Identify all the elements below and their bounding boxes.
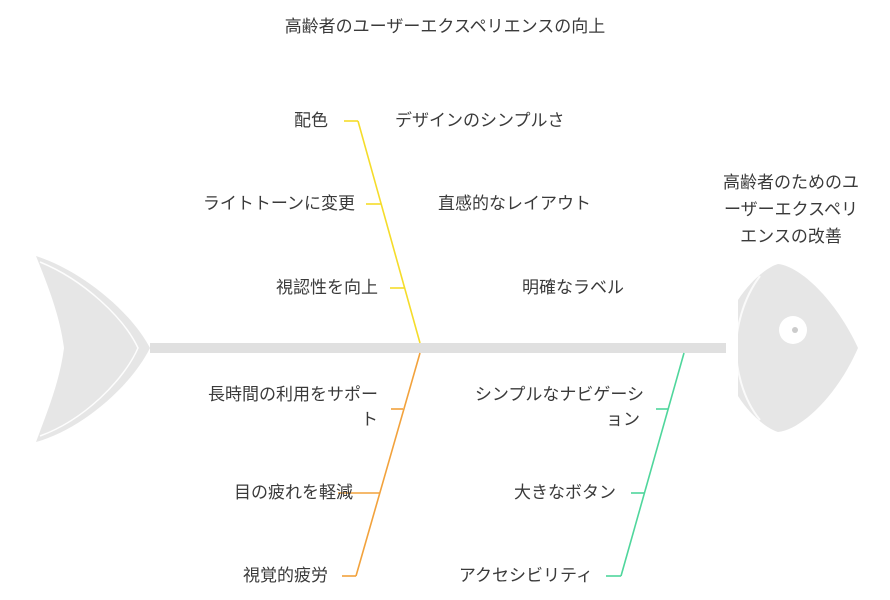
cause-label: 直感的なレイアウト <box>438 194 591 214</box>
effect-line-2: ーザーエクスペリ <box>724 200 858 220</box>
cause-label: ライトトーンに変更 <box>202 194 355 214</box>
fish-spine <box>150 343 726 353</box>
orange-bone <box>355 352 421 577</box>
green-bone <box>620 352 685 577</box>
cause-label: 視認性を向上 <box>276 278 378 298</box>
cause-label: 目の疲れを軽減 <box>234 483 353 503</box>
fish-pupil <box>792 327 798 333</box>
fish-gill <box>734 275 761 421</box>
cause-label: 明確なラベル <box>522 278 624 298</box>
cause-label: 配色 <box>294 111 328 131</box>
cause-label: ョン <box>606 410 640 430</box>
cause-label: 大きなボタン <box>514 483 616 503</box>
diagram-title: 高齢者のユーザーエクスペリエンスの向上 <box>284 17 606 37</box>
effect-line-3: エンスの改善 <box>740 227 842 247</box>
cause-label: 視覚的疲労 <box>243 566 328 586</box>
fish-head <box>738 264 858 432</box>
cause-label: アクセシビリティ <box>458 566 593 586</box>
fish-tail-highlight <box>39 261 139 437</box>
effect-label: 高齢者のためのユ ーザーエクスペリ エンスの改善 <box>706 170 876 251</box>
cause-label: 長時間の利用をサポー <box>208 385 378 405</box>
cause-label: ト <box>361 410 378 430</box>
yellow-bone <box>357 120 421 344</box>
cause-label: デザインのシンプルさ <box>395 111 565 131</box>
fish-tail <box>36 256 150 442</box>
cause-label: シンプルなナビゲーシ <box>474 385 644 405</box>
effect-line-1: 高齢者のためのユ <box>723 173 859 193</box>
